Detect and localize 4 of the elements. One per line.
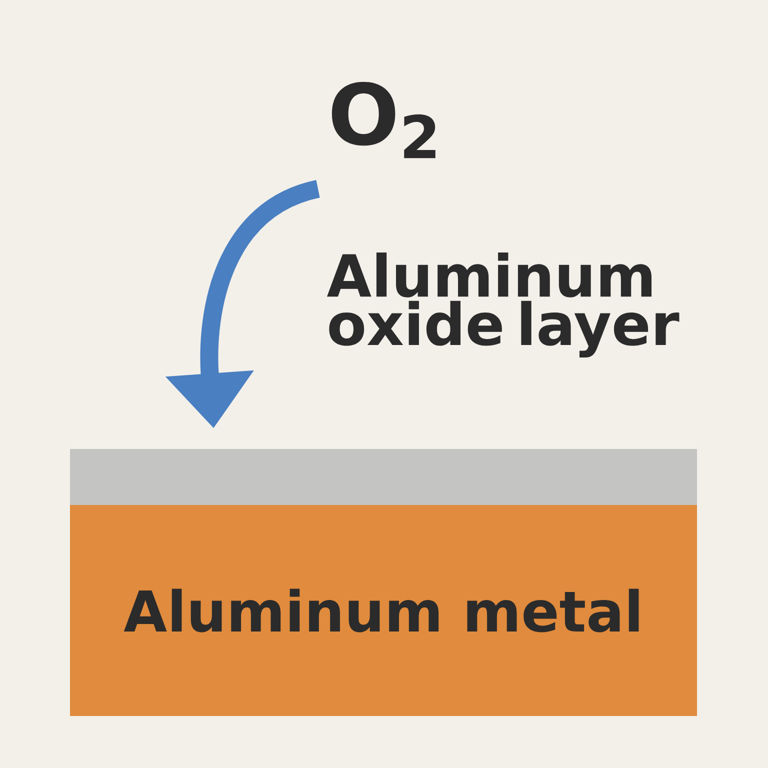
metal-block: Aluminum metal xyxy=(70,505,698,716)
formula-label: O$_{2}$ xyxy=(332,82,436,158)
layer-label: Aluminum oxide layer xyxy=(326,252,680,358)
oxide-layer xyxy=(70,449,698,505)
